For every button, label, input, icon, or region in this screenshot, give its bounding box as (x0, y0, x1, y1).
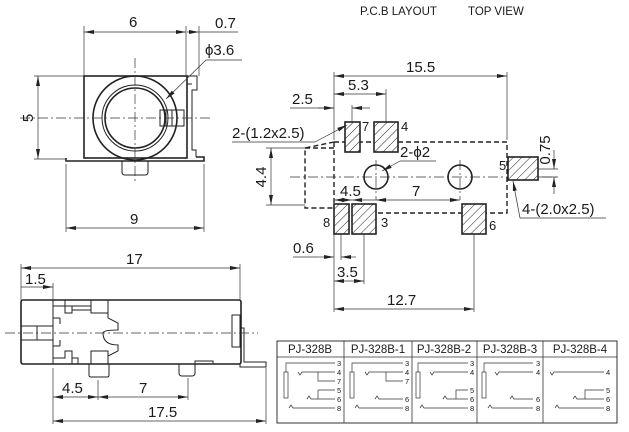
pin-0-3: 5 (337, 386, 341, 395)
dim-pcb-hole-b: 7 (412, 183, 420, 200)
pin-1-4: 8 (405, 404, 409, 413)
dim-front-hole: ϕ3.6 (205, 42, 234, 59)
variant-header-2: PJ-328B-2 (417, 344, 471, 356)
pin-4-1: 5 (606, 386, 610, 395)
pin-2-2: 5 (470, 386, 474, 395)
pin-0-0: 3 (337, 359, 341, 368)
dim-front-tab: 0.7 (215, 15, 236, 32)
pcb-layout: 7 4 5 8 3 6 15.5 5.3 2.5 2-(1.2x2.5) 2-ϕ… (232, 59, 606, 312)
schematic-pj-328b-1 (349, 362, 403, 409)
front-view: 6 0.7 ϕ3.6 5 9 (20, 14, 242, 232)
pin-1-0: 3 (405, 359, 409, 368)
pcb-hole-1 (363, 164, 389, 190)
variant-header-4: PJ-328B-4 (553, 344, 608, 356)
pin-1-1: 4 (405, 368, 409, 377)
pin-3-3: 8 (536, 404, 540, 413)
pin-label-3: 3 (381, 215, 388, 230)
dim-pcb-pad5-offset: 0.75 (537, 135, 554, 164)
pin-2-3: 6 (470, 395, 474, 404)
pad-3 (351, 203, 377, 235)
pin-4-3: 8 (606, 404, 610, 413)
variant-header-1: PJ-328B-1 (351, 344, 405, 356)
pin-0-5: 8 (337, 404, 341, 413)
pcb-layout-title: P.C.B LAYOUT (360, 6, 437, 18)
pin-1-2: 7 (405, 377, 409, 386)
pad-6 (461, 203, 487, 235)
dim-side-pin-b: 7 (139, 380, 147, 397)
pin-0-1: 4 (337, 368, 341, 377)
pin-0-4: 6 (337, 395, 341, 404)
note-holes: 2-ϕ2 (400, 144, 430, 161)
dim-side-front: 1.5 (25, 271, 46, 288)
side-bracket (231, 314, 241, 348)
pin-label-6: 6 (489, 218, 496, 233)
top-view-title: TOP VIEW (468, 6, 524, 18)
pad-8 (333, 203, 350, 235)
pad-7 (344, 121, 361, 153)
dim-pcb-overall: 15.5 (406, 59, 435, 76)
schematic-pj-328b-3 (481, 362, 533, 409)
pad-4 (373, 121, 399, 153)
pin-2-4: 8 (470, 404, 474, 413)
side-body-outline (20, 299, 242, 365)
pin-label-5: 5 (499, 158, 506, 173)
dim-pcb-gap: 0.6 (293, 240, 314, 257)
note-small-pads: 2-(1.2x2.5) (232, 125, 305, 142)
dim-pcb-body-height: 4.4 (253, 167, 270, 188)
schematic-pj-328b-2 (415, 362, 468, 409)
dim-side-total: 17.5 (148, 404, 177, 421)
note-large-pads: 4-(2.0x2.5) (522, 201, 595, 218)
dim-front-height: 5 (20, 114, 37, 122)
variant-header-3: PJ-328B-3 (483, 344, 537, 356)
pin-0-2: 7 (337, 377, 341, 386)
pin-label-7: 7 (362, 119, 369, 134)
pcb-hole-2 (447, 164, 473, 190)
front-base-flange (65, 156, 205, 162)
pin-label-4: 4 (401, 119, 408, 134)
pin-label-8: 8 (323, 215, 330, 230)
front-bracket (187, 75, 198, 157)
pad-5 (507, 156, 539, 181)
pin-1-3: 6 (405, 395, 409, 404)
variant-header-0: PJ-328B (288, 344, 332, 356)
dim-pcb-hole-a: 4.5 (340, 183, 361, 200)
dim-side-pin-a: 4.5 (62, 380, 83, 397)
pin-4-2: 6 (606, 395, 610, 404)
dim-pcb-pad-spacing: 5.3 (348, 77, 369, 94)
pin-3-2: 6 (536, 395, 540, 404)
pin-3-0: 3 (536, 359, 540, 368)
dim-side-length: 17 (126, 251, 143, 268)
side-nub-a (88, 364, 110, 378)
dim-pcb-pad6: 12.7 (387, 292, 416, 309)
dim-front-base: 9 (130, 211, 138, 228)
dim-front-width: 6 (129, 14, 137, 31)
side-cutout (102, 313, 119, 364)
schematic-pj-328b-4 (549, 371, 604, 409)
schematic-pj-328b (283, 362, 335, 409)
pin-2-0: 3 (470, 359, 474, 368)
pcb-body-outline (304, 141, 508, 214)
side-nub-b (178, 364, 196, 377)
pin-3-1: 4 (536, 368, 540, 377)
side-view: 17 1.5 4.5 7 17.5 (5, 251, 267, 424)
pin-2-1: 4 (470, 368, 474, 377)
dim-pcb-pad8-3: 3.5 (337, 264, 358, 281)
variants-table: PJ-328B PJ-328B-1 PJ-328B-2 PJ-328B-3 PJ… (276, 340, 618, 424)
pin-4-0: 4 (606, 368, 610, 377)
dim-pcb-pad-offset: 2.5 (292, 91, 313, 108)
